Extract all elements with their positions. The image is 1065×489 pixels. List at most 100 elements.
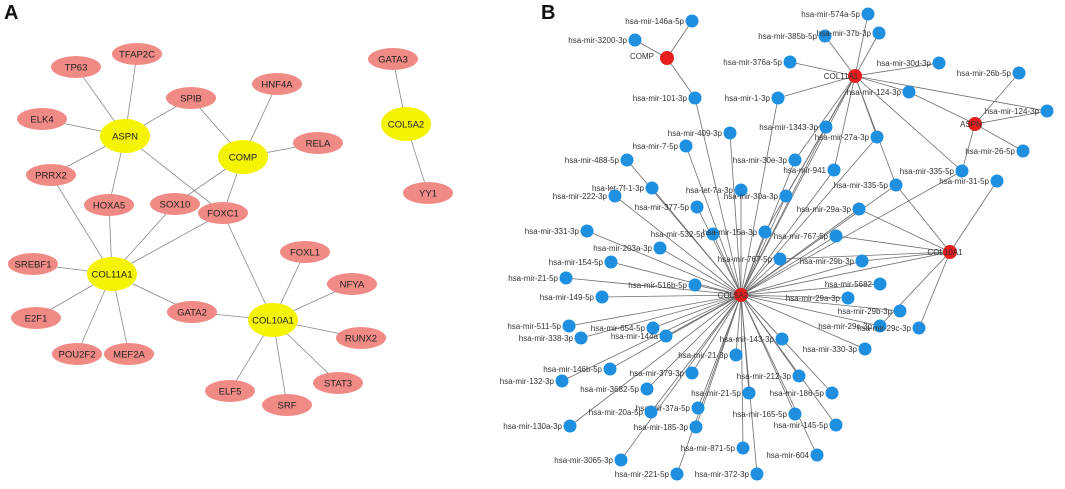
mirna-node-m41: hsa-mir-149-5p: [540, 290, 609, 304]
tf-node-shape-stat3: [313, 372, 363, 394]
mirna-node-shape-m13: [723, 126, 737, 140]
tf-node-label-prrx2: PRRX2: [35, 171, 67, 182]
mirna-node-shape-m08: [1012, 66, 1026, 80]
tf-node-label-pou2f2: POU2F2: [59, 350, 96, 361]
mirna-node-label-m23: hsa-let-7a-3p: [686, 186, 734, 195]
panel-a-network: TP63TFAP2CSPIBHNF4AGATA3ELK4RELAPRRX2HOX…: [8, 43, 453, 416]
mirna-node-m38: hsa-mir-21-5p: [508, 271, 573, 285]
mirna-node-m01: hsa-mir-146a-5p: [625, 14, 699, 28]
mirna-node-label-m03: hsa-mir-3200-3p: [568, 36, 627, 45]
panel-b-edge-col11a1-m24: [854, 75, 897, 186]
panel-b-edge-col5a2-m26: [614, 195, 742, 296]
tf-node-shape-hoxa5: [84, 194, 134, 216]
panel-b-edge-col5a2-m61: [650, 294, 742, 413]
panel-b-edge-col5a2-col11a1: [740, 75, 856, 296]
mirna-node-label-m69: hsa-mir-221-5p: [615, 470, 670, 479]
panel-b-edge-aspn-m09: [908, 91, 976, 125]
panel-b-edge-col5a2-m41: [601, 294, 742, 298]
mirna-node-m54: hsa-mir-379-3p: [630, 366, 699, 380]
mirna-node-m28: hsa-mir-30a-3p: [724, 189, 793, 203]
mirna-node-label-m06: hsa-mir-30d-3p: [877, 59, 932, 68]
tf-node-shape-gata2: [167, 301, 217, 323]
panel-b-edge-comp-m01: [666, 20, 693, 59]
mirna-node-shape-m04: [818, 29, 832, 43]
panel-b-edge-col10a1-m47: [918, 251, 951, 329]
tf-node-nfya: NFYA: [327, 273, 377, 295]
panel-b-edge-comp-m10: [666, 57, 696, 99]
gene-node-col5a2: COL5A2: [718, 288, 749, 302]
gene-node-aspn: ASPN: [960, 117, 982, 131]
mirna-node-m13: hsa-mir-409-3p: [668, 126, 737, 140]
mirna-node-shape-m25: [990, 174, 1004, 188]
tf-node-runx2: RUNX2: [336, 327, 386, 349]
panel-b-edge-col10a1-m33: [835, 235, 951, 253]
mirna-node-shape-m59: [742, 386, 756, 400]
panel-b-edge-aspn-m08: [974, 72, 1020, 125]
tf-node-label-mef2a: MEF2A: [113, 350, 145, 361]
mirna-node-m50: hsa-mir-143-3p: [720, 332, 789, 346]
panel-b-edge-col5a2-m51: [740, 294, 866, 350]
panel-b-nodes: hsa-mir-146a-5phsa-mir-574a-5phsa-mir-32…: [500, 7, 1054, 481]
mirna-node-shape-m69: [670, 467, 684, 481]
mirna-node-shape-m03: [628, 33, 642, 47]
mirna-node-m62: hsa-mir-165-5p: [733, 407, 802, 421]
tf-node-label-foxc1: FOXC1: [207, 209, 239, 220]
panel-b-edge-col11a1-m19: [794, 75, 856, 161]
gene-node-shape-col5a2: [734, 288, 748, 302]
mirna-node-m65: hsa-mir-185-3p: [634, 420, 703, 434]
mirna-node-shape-m62: [788, 407, 802, 421]
mirna-node-label-m50: hsa-mir-143-3p: [720, 335, 775, 344]
panel-b-edge-col11a1-m32: [764, 75, 856, 233]
tf-node-sox10: SOX10: [150, 193, 200, 215]
mirna-node-m16: hsa-mir-7-5p: [633, 139, 693, 153]
mirna-node-m22: hsa-let-7f-1-3p: [592, 181, 659, 195]
hub-node-shape-col5a2: [381, 107, 431, 141]
tf-node-shape-foxl1: [280, 241, 330, 263]
mirna-node-m33: hsa-mir-767-5p: [774, 229, 843, 243]
panel-a-edge-col10a1-foxc1: [222, 212, 274, 321]
panel-b-edge-col5a2-m21: [740, 170, 963, 296]
mirna-node-shape-m48: [574, 331, 588, 345]
mirna-node-shape-m23: [734, 183, 748, 197]
mirna-node-shape-m20: [827, 163, 841, 177]
mirna-node-label-m70: hsa-mir-372-3p: [695, 470, 750, 479]
mirna-node-m59: hsa-mir-21-5p: [691, 386, 756, 400]
tf-node-hnf4a: HNF4A: [252, 73, 302, 95]
mirna-node-label-m13: hsa-mir-409-3p: [668, 129, 723, 138]
panel-b-edge-col5a2-m13: [729, 132, 742, 296]
hub-node-shape-col11a1: [87, 257, 137, 291]
panel-b-edge-col11a1-m05: [854, 32, 880, 77]
tf-node-shape-mef2a: [104, 343, 154, 365]
mirna-node-shape-m09: [902, 85, 916, 99]
mirna-node-label-m35: hsa-mir-154-5p: [549, 258, 604, 267]
mirna-node-label-m19: hsa-mir-30e-3p: [733, 156, 788, 165]
tf-node-label-gata2: GATA2: [177, 308, 207, 319]
panel-b-edge-col5a2-m57: [646, 294, 742, 390]
mirna-node-shape-m47: [912, 321, 926, 335]
mirna-node-m60: hsa-mir-37a-5p: [636, 401, 705, 415]
tf-node-label-stat3: STAT3: [324, 379, 352, 390]
mirna-node-label-m37: hsa-mir-29b-3p: [800, 257, 855, 266]
mirna-node-label-m46: hsa-mir-29c-3p: [818, 322, 872, 331]
mirna-node-shape-m50: [775, 332, 789, 346]
hub-node-label-aspn: ASPN: [112, 132, 138, 143]
mirna-node-shape-m33: [829, 229, 843, 243]
mirna-node-shape-m70: [750, 467, 764, 481]
tf-node-rela: RELA: [293, 132, 343, 154]
panel-b-edge-col5a2-m45: [652, 294, 742, 329]
hub-node-label-col5a2: COL5A2: [388, 120, 424, 131]
mirna-node-label-m08: hsa-mir-26b-5p: [957, 69, 1012, 78]
mirna-node-m51: hsa-mir-330-3p: [803, 342, 872, 356]
mirna-node-m56: hsa-mir-132-3p: [500, 374, 569, 388]
mirna-node-label-m10: hsa-mir-101-3p: [633, 94, 688, 103]
mirna-node-m40: hsa-mir-5682: [825, 277, 887, 291]
mirna-node-m69: hsa-mir-221-5p: [615, 467, 684, 481]
panel-b-edge-col5a2-m15: [740, 136, 878, 296]
panel-b-edge-aspn-m17: [974, 123, 1024, 152]
mirna-node-label-m51: hsa-mir-330-3p: [803, 345, 858, 354]
tf-node-shape-tfap2c: [112, 43, 162, 65]
tf-node-label-spib: SPIB: [180, 94, 202, 105]
mirna-node-m31: hsa-mir-532-5p: [651, 227, 720, 241]
panel-b-edge-col5a2-m63: [740, 294, 837, 426]
tf-node-shape-gata3: [368, 48, 418, 70]
